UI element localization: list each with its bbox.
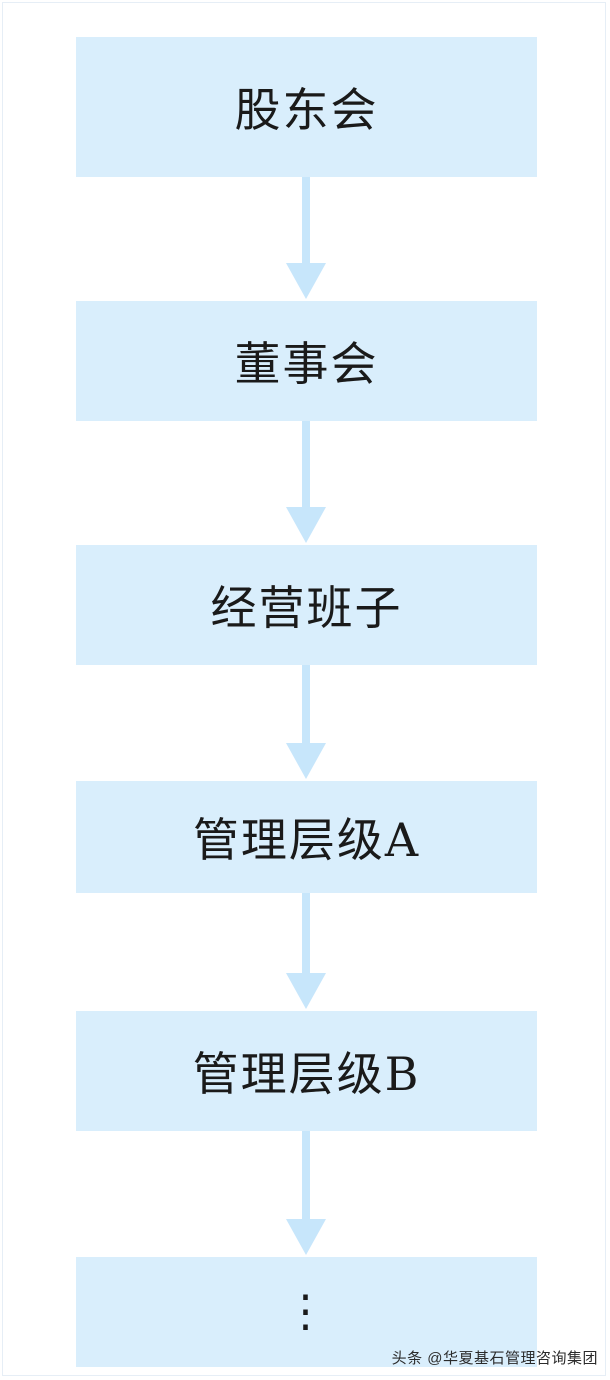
arrow-down-icon bbox=[284, 177, 328, 301]
node-label: 经营班子 bbox=[210, 581, 403, 635]
ellipsis-label: ⋮ bbox=[283, 1286, 330, 1337]
node-management-level-a: 管理层级A bbox=[76, 781, 537, 893]
node-label: 董事会 bbox=[234, 337, 379, 391]
watermark-text: 头条 @华夏基石管理咨询集团 bbox=[391, 1350, 598, 1367]
node-board-of-directors: 董事会 bbox=[76, 301, 537, 421]
node-management-level-b: 管理层级B bbox=[76, 1011, 537, 1131]
arrow-down-icon bbox=[284, 665, 328, 781]
node-more-levels: ⋮ bbox=[76, 1257, 537, 1367]
arrow-down-icon bbox=[284, 1131, 328, 1257]
node-management-team: 经营班子 bbox=[76, 545, 537, 665]
node-label: 股东会 bbox=[234, 83, 379, 137]
arrow-down-icon bbox=[284, 421, 328, 545]
node-shareholders-meeting: 股东会 bbox=[76, 37, 537, 177]
node-label: 管理层级A bbox=[192, 813, 421, 867]
node-label: 管理层级B bbox=[192, 1047, 421, 1101]
arrow-down-icon bbox=[284, 893, 328, 1011]
